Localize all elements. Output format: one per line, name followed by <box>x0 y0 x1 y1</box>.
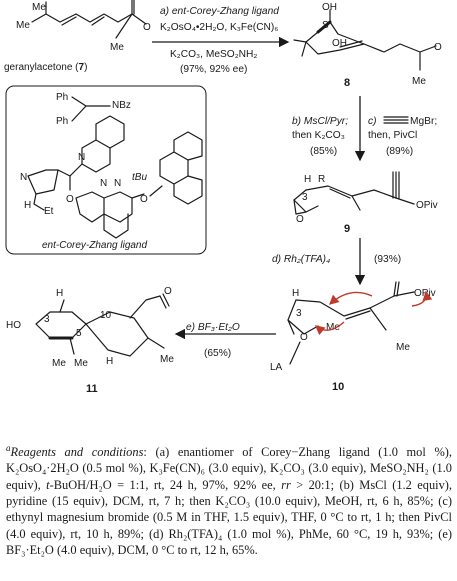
ligand-label: ent-Corey-Zhang ligand <box>42 240 147 251</box>
caption-heading: Reagents and conditions <box>10 445 144 460</box>
step-e-label: e) BF₃·Et₂O <box>186 322 240 333</box>
compound-10-me-right: Me <box>396 342 410 353</box>
ligand-n2: N <box>114 178 121 189</box>
caption-part1: : (a) enantiomer of Corey−Zhang ligand (… <box>6 445 452 492</box>
step-b-line3: (85%) <box>310 146 337 157</box>
caption-solvent: t <box>46 477 50 492</box>
step-c-reagent: MgBr; <box>410 116 437 127</box>
ligand-ph-2: Ph <box>56 116 68 127</box>
compound-9-h: H <box>304 174 311 185</box>
step-a-line4: (97%, 92% ee) <box>180 64 247 75</box>
compound-8-oh-top: OH <box>322 2 337 13</box>
ligand-h: H <box>24 200 31 211</box>
compound-7-me-left: Me <box>16 20 30 31</box>
ligand-n1: N <box>100 178 107 189</box>
compound-11-me-3: Me <box>160 354 174 365</box>
compound-9-o: O <box>296 214 304 225</box>
compound-9-r: R <box>318 174 325 185</box>
caption-rr: rr <box>281 477 291 492</box>
ligand-tbu: tBu <box>132 172 147 183</box>
compound-9-label: 9 <box>344 223 350 235</box>
step-a-line1: a) ent-Corey-Zhang ligand <box>160 6 279 17</box>
step-d-yield: (93%) <box>374 254 401 265</box>
compound-11-five: 5 <box>76 328 82 339</box>
compound-8-s-label: S <box>322 20 329 31</box>
ligand-o-left: O <box>66 194 74 205</box>
compound-10-opiv: OPiv <box>414 288 436 299</box>
compound-9-three: 3 <box>302 192 308 203</box>
ligand-structure: Ph Ph NBz N N H Et O N N O tBu <box>20 92 203 239</box>
step-b-line2: then K₂CO₃ <box>292 130 345 141</box>
compound-11-me-1: Me <box>52 358 66 369</box>
ligand-quinuclidine-n: N <box>20 172 27 183</box>
step-a-line2: K₂OsO₄•2H₂O, K₃Fe(CN)₆ <box>160 22 278 33</box>
compound-10-me: Me <box>326 322 340 333</box>
step-a-line3: K₂CO₃, MeSO₂NH₂ <box>170 49 257 60</box>
compound-7-me-top: Me <box>32 2 46 13</box>
compound-7-structure: Me Me Me O <box>16 0 151 53</box>
compound-8-structure: OH S OH Me O <box>293 2 442 87</box>
caption-part2: -BuOH/H₂O = 1:1, rt, 24 h, 97%, 92% ee, <box>49 477 282 492</box>
compound-11-h-top: H <box>56 288 63 299</box>
compound-10-label: 10 <box>332 381 344 393</box>
caption-part3: > 20:1; (b) MsCl (1.2 equiv), pyridine (… <box>6 477 452 557</box>
compound-8-oh-mid: OH <box>332 38 347 49</box>
compound-8-label: 8 <box>344 77 350 89</box>
compound-9-structure: H R 3 O OPiv <box>293 171 438 225</box>
compound-7-carbonyl-o: O <box>143 22 151 33</box>
compound-11-ten: 10 <box>100 310 112 321</box>
compound-11-h-bottom: H <box>106 356 113 367</box>
step-e-yield: (65%) <box>204 348 231 359</box>
compound-7-label: geranylacetone (7) <box>4 62 87 73</box>
compound-11-me-2: Me <box>74 358 88 369</box>
ligand-quinoline-n: N <box>78 152 85 163</box>
reaction-scheme: Me Me Me O geranylacetone (7) a) ent-Cor… <box>4 0 442 395</box>
step-c-line2: then, PivCl <box>368 130 417 141</box>
compound-11-o: O <box>164 286 172 297</box>
compound-9-opiv: OPiv <box>416 200 438 211</box>
step-d-label: d) Rh₂(TFA)₄ <box>272 254 330 265</box>
step-b-line1: b) MsCl/Pyr; <box>292 116 348 127</box>
compound-10-h: H <box>292 288 299 299</box>
ligand-et: Et <box>44 206 54 217</box>
ligand-ph-1: Ph <box>56 92 68 103</box>
compound-8-carbonyl-o: O <box>434 42 442 53</box>
step-c-line3: (89%) <box>386 146 413 157</box>
scheme-caption: aReagents and conditions: (a) enantiomer… <box>6 440 452 558</box>
compound-10-la: LA <box>270 362 283 373</box>
compound-11-ho: HO <box>6 320 21 331</box>
ligand-o-right: O <box>140 194 148 205</box>
compound-10-three: 3 <box>296 308 302 319</box>
compound-11-structure: HO H 3 5 10 Me Me H Me O <box>6 286 174 369</box>
compound-7-me-bottom: Me <box>110 42 124 53</box>
ligand-nbz: NBz <box>112 100 131 111</box>
ligand-box <box>5 85 207 255</box>
caption-marker: a <box>6 443 11 453</box>
compound-10-structure: H 3 O Me Me LA OPiv <box>270 281 436 373</box>
compound-8-me: Me <box>412 76 426 87</box>
compound-11-label: 11 <box>86 383 98 395</box>
step-c-label: c) <box>368 116 377 127</box>
compound-11-three: 3 <box>44 314 50 325</box>
compound-10-o: O <box>300 332 308 343</box>
